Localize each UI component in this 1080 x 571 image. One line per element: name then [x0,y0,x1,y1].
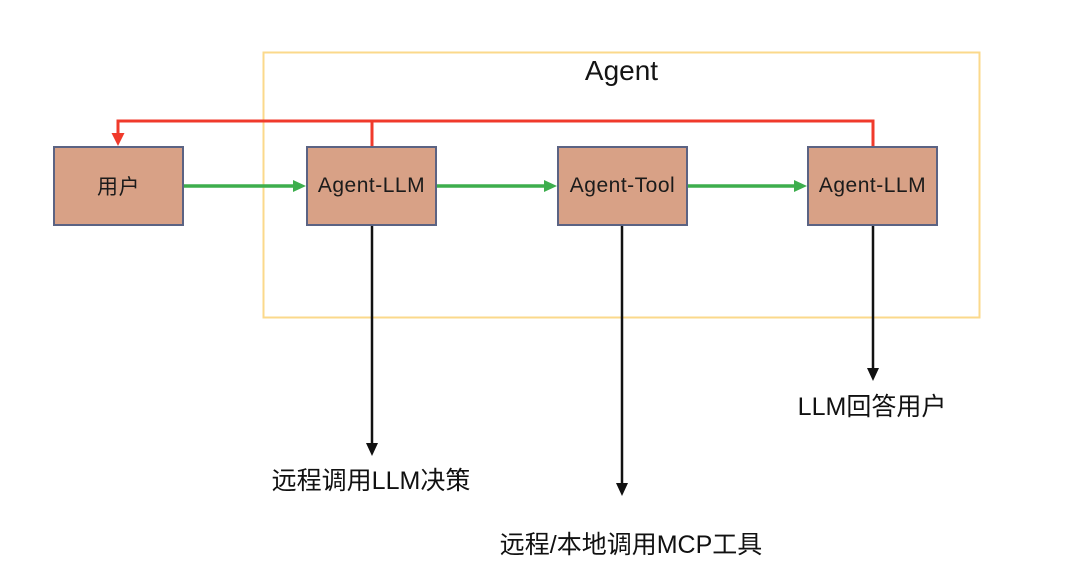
node-agent-llm-2: Agent-LLM [807,146,938,226]
annotation-llm-answer-user: LLM回答用户 [797,393,947,421]
green-flow-arrows [184,180,807,192]
red-arrowhead-to-user [111,133,125,146]
red-feedback-arrow [111,119,875,146]
green-arrowhead-tool [544,180,557,192]
black-arrowhead-llm1 [366,443,378,456]
node-agent-tool: Agent-Tool [557,146,688,226]
green-arrowhead-llm2 [794,180,807,192]
black-arrowhead-llm2 [867,368,879,381]
red-feedback-line [116,119,875,146]
black-callout-arrows [366,226,879,496]
node-user: 用户 [53,146,184,226]
agent-frame-title: Agent [584,55,659,86]
node-agent-llm-1: Agent-LLM [306,146,437,226]
annotation-remote-llm-decision: 远程调用LLM决策 [271,467,471,495]
green-arrowhead-llm1 [293,180,306,192]
annotation-mcp-tool-call: 远程/本地调用MCP工具 [499,531,763,559]
black-arrowhead-tool [616,483,628,496]
